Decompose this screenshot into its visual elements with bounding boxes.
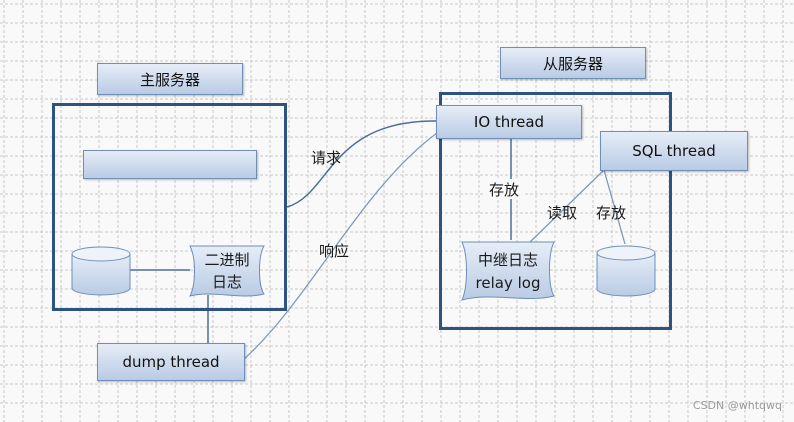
io-thread-box: IO thread xyxy=(436,105,582,139)
response-connector xyxy=(242,132,438,361)
dump-thread-label: dump thread xyxy=(122,353,220,371)
relay-log-document-icon xyxy=(461,241,555,301)
watermark: CSDN @whtqwq xyxy=(692,399,782,412)
dump-thread-box: dump thread xyxy=(97,343,245,381)
slave-server-title: 从服务器 xyxy=(500,47,646,79)
binlog-label-line1: 二进制 xyxy=(204,250,250,269)
sql-to-db-connector xyxy=(603,169,626,245)
master-server-title: 主服务器 xyxy=(97,63,243,95)
slave-database-icon xyxy=(596,245,656,297)
master-placeholder-bar xyxy=(83,150,257,179)
sql-to-relay-connector xyxy=(527,169,605,245)
relay-log-label-line2: relay log xyxy=(475,274,541,292)
response-label: 响应 xyxy=(318,241,349,260)
sql-thread-box: SQL thread xyxy=(600,131,748,171)
read-label: 读取 xyxy=(546,203,577,222)
master-database-icon xyxy=(71,246,131,296)
binlog-label-line2: 日志 xyxy=(211,272,242,291)
store-io-label: 存放 xyxy=(484,179,524,199)
slave-server-frame xyxy=(439,92,672,330)
sql-thread-label: SQL thread xyxy=(632,142,716,160)
master-server-title-text: 主服务器 xyxy=(139,70,200,89)
request-connector xyxy=(286,120,437,208)
relay-log-label-line1: 中继日志 xyxy=(477,250,538,269)
master-server-frame xyxy=(52,103,287,311)
binlog-document-icon xyxy=(189,245,265,297)
request-label: 请求 xyxy=(310,148,341,167)
io-thread-label: IO thread xyxy=(473,113,545,131)
slave-server-title-text: 从服务器 xyxy=(542,54,603,73)
store-sql-label: 存放 xyxy=(595,203,626,222)
